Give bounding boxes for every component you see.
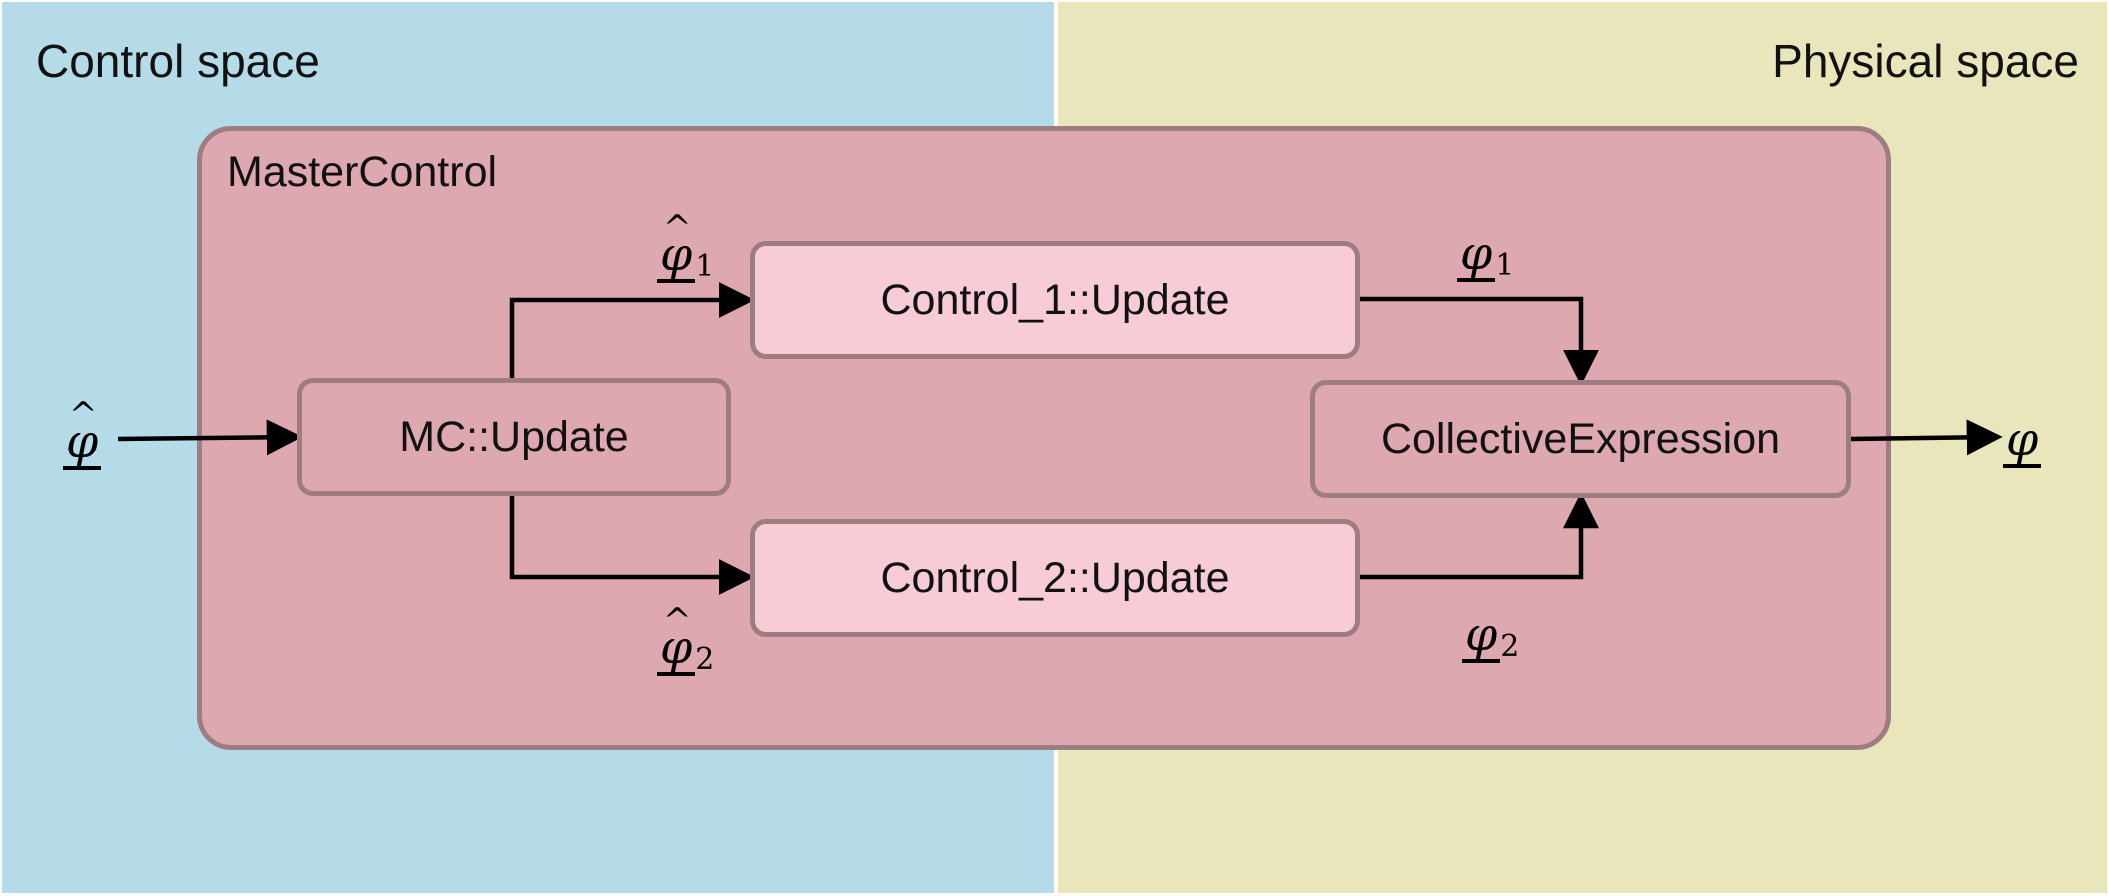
- mc-update-label: MC::Update: [399, 412, 629, 461]
- input-arrow: [117, 419, 303, 456]
- control1-update-label: Control_1::Update: [880, 275, 1230, 324]
- control1-to-collective-arrow: [1360, 296, 1599, 386]
- control-space-label: Control space: [36, 35, 320, 87]
- control1-update-node: Control_1::Update: [750, 241, 1360, 359]
- input-phi-hat-symbol: ^φ: [63, 398, 102, 470]
- collective-expression-label: CollectiveExpression: [1380, 414, 1781, 463]
- output-phi-symbol: φ: [2003, 416, 2042, 468]
- control2-update-label: Control_2::Update: [880, 553, 1230, 602]
- collective-expression-node: CollectiveExpression: [1310, 380, 1851, 498]
- master-control-label: MasterControl: [227, 148, 498, 196]
- mc-to-control2-arrow: [509, 496, 755, 595]
- mc-update-node: MC::Update: [297, 378, 731, 496]
- mc-to-control1-arrow: [509, 282, 755, 378]
- physical-space-label: Physical space: [1772, 35, 2079, 87]
- control2-to-collective-arrow: [1360, 492, 1599, 580]
- output-arrow: [1850, 419, 2003, 456]
- control2-update-node: Control_2::Update: [750, 519, 1360, 637]
